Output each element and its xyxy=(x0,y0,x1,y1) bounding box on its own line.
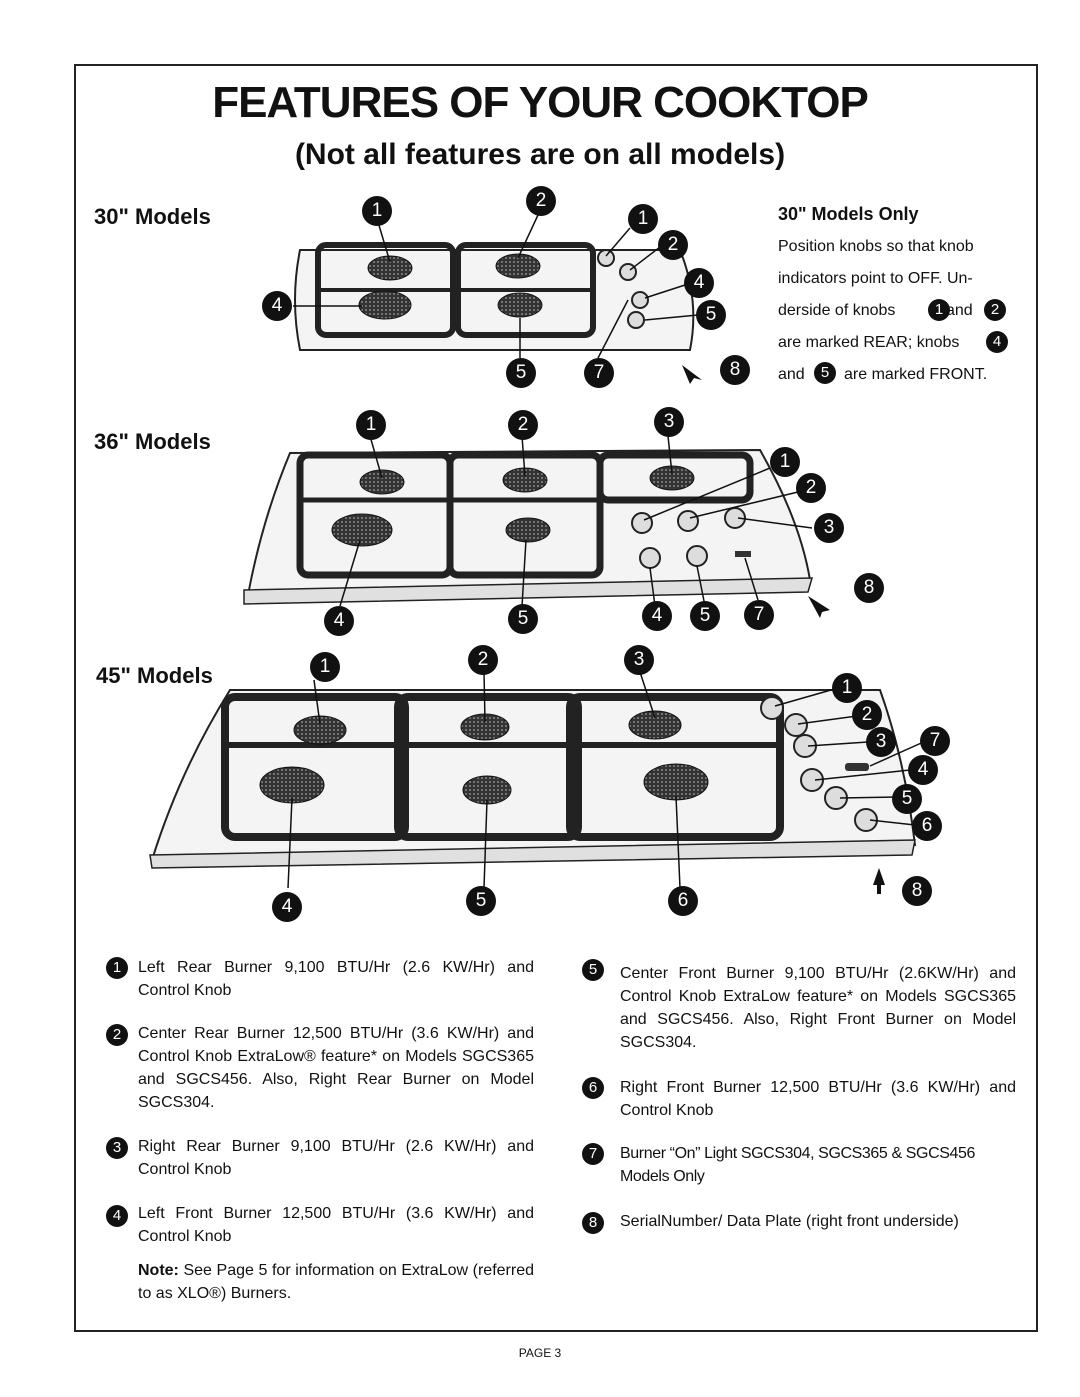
legend-text-6: Right Front Burner 12,500 BTU/Hr (3.6 KW… xyxy=(620,1079,1016,1119)
label-36-models: 36" Models xyxy=(94,429,211,454)
cooktop-45-diagram xyxy=(149,671,929,894)
callout-45-6: 6 xyxy=(668,886,698,916)
label-45-models: 45" Models xyxy=(96,663,213,688)
callout-30-2: 2 xyxy=(526,186,556,216)
callout-30-5b: 5 xyxy=(696,300,726,330)
callout-36-3: 3 xyxy=(654,407,684,437)
callout-36-2b: 2 xyxy=(796,473,826,503)
callout-45-4b: 4 xyxy=(908,755,938,785)
callout-45-5: 5 xyxy=(466,886,496,916)
legend-num-5: 5 xyxy=(582,959,604,981)
note-text: See Page 5 for information on ExtraLow (… xyxy=(138,1262,534,1302)
callout-36-4b: 4 xyxy=(642,601,672,631)
callout-30-4: 4 xyxy=(262,291,292,321)
models-30-only-heading: 30" Models Only xyxy=(778,204,919,224)
legend-text-3: Right Rear Burner 9,100 BTU/Hr (2.6 KW/H… xyxy=(138,1138,534,1178)
page-number: PAGE 3 xyxy=(518,1346,562,1360)
cooktop-30-diagram xyxy=(293,214,702,384)
models-30-only-line5a: and xyxy=(778,366,805,383)
inline-num-1: 1 xyxy=(928,299,950,321)
note-label: Note: xyxy=(138,1262,179,1279)
legend-num-8: 8 xyxy=(582,1212,604,1234)
page-subtitle: (Not all features are on all models) xyxy=(294,138,786,171)
callout-30-5: 5 xyxy=(506,358,536,388)
page-title: FEATURES OF YOUR COOKTOP xyxy=(212,78,869,127)
legend-text-5: Center Front Burner 9,100 BTU/Hr (2.6KW/… xyxy=(620,965,1016,1051)
legend-num-6: 6 xyxy=(582,1077,604,1099)
cooktop-36-diagram xyxy=(243,435,830,618)
legend-num-1: 1 xyxy=(106,957,128,979)
models-30-only-line2: indicators point to OFF. Un- xyxy=(778,270,973,287)
models-30-only-line3a: derside of knobs xyxy=(778,302,896,319)
callout-36-1: 1 xyxy=(356,410,386,440)
page-frame xyxy=(74,64,1038,1332)
callout-45-2: 2 xyxy=(468,645,498,675)
legend-text-1: Left Rear Burner 9,100 BTU/Hr (2.6 KW/Hr… xyxy=(138,959,534,999)
inline-num-5: 5 xyxy=(814,362,836,384)
callout-45-1b: 1 xyxy=(832,673,862,703)
legend-num-2: 2 xyxy=(106,1024,128,1046)
label-30-models: 30" Models xyxy=(94,204,211,229)
callout-36-5: 5 xyxy=(508,604,538,634)
legend-num-7: 7 xyxy=(582,1143,604,1165)
callout-30-4b: 4 xyxy=(684,268,714,298)
callout-45-3b: 3 xyxy=(866,727,896,757)
inline-num-2: 2 xyxy=(984,299,1006,321)
callout-30-8: 8 xyxy=(720,355,750,385)
callout-30-1b: 1 xyxy=(628,204,658,234)
callout-45-4: 4 xyxy=(272,892,302,922)
callout-36-5b: 5 xyxy=(690,601,720,631)
models-30-only-line3b: and xyxy=(946,302,973,319)
models-30-only-line4: are marked REAR; knobs xyxy=(778,334,960,351)
callout-30-2b: 2 xyxy=(658,230,688,260)
callout-45-5b: 5 xyxy=(892,784,922,814)
callout-45-6b: 6 xyxy=(912,811,942,841)
callout-36-4: 4 xyxy=(324,606,354,636)
callout-36-3b: 3 xyxy=(814,513,844,543)
legend-num-3: 3 xyxy=(106,1137,128,1159)
callout-30-7: 7 xyxy=(584,358,614,388)
legend-text-2: Center Rear Burner 12,500 BTU/Hr (3.6 KW… xyxy=(138,1025,534,1111)
legend-text-7: Burner “On” Light SGCS304, SGCS365 & SGC… xyxy=(620,1145,976,1185)
callout-36-2: 2 xyxy=(508,410,538,440)
callout-45-2b: 2 xyxy=(852,700,882,730)
callout-36-1b: 1 xyxy=(770,447,800,477)
callout-45-3: 3 xyxy=(624,645,654,675)
callout-45-1: 1 xyxy=(310,652,340,682)
callout-30-1: 1 xyxy=(362,196,392,226)
callout-36-7: 7 xyxy=(744,600,774,630)
legend-num-4: 4 xyxy=(106,1205,128,1227)
callout-36-8: 8 xyxy=(854,573,884,603)
models-30-only-line5b: are marked FRONT. xyxy=(844,366,988,383)
legend-text-8: SerialNumber/ Data Plate (right front un… xyxy=(620,1213,959,1230)
note-paragraph: Note: See Page 5 for information on Extr… xyxy=(138,1259,534,1305)
models-30-only-line1: Position knobs so that knob xyxy=(778,238,974,255)
callout-45-8: 8 xyxy=(902,876,932,906)
callout-45-7: 7 xyxy=(920,726,950,756)
inline-num-4: 4 xyxy=(986,331,1008,353)
legend-text-4: Left Front Burner 12,500 BTU/Hr (3.6 KW/… xyxy=(138,1205,534,1245)
